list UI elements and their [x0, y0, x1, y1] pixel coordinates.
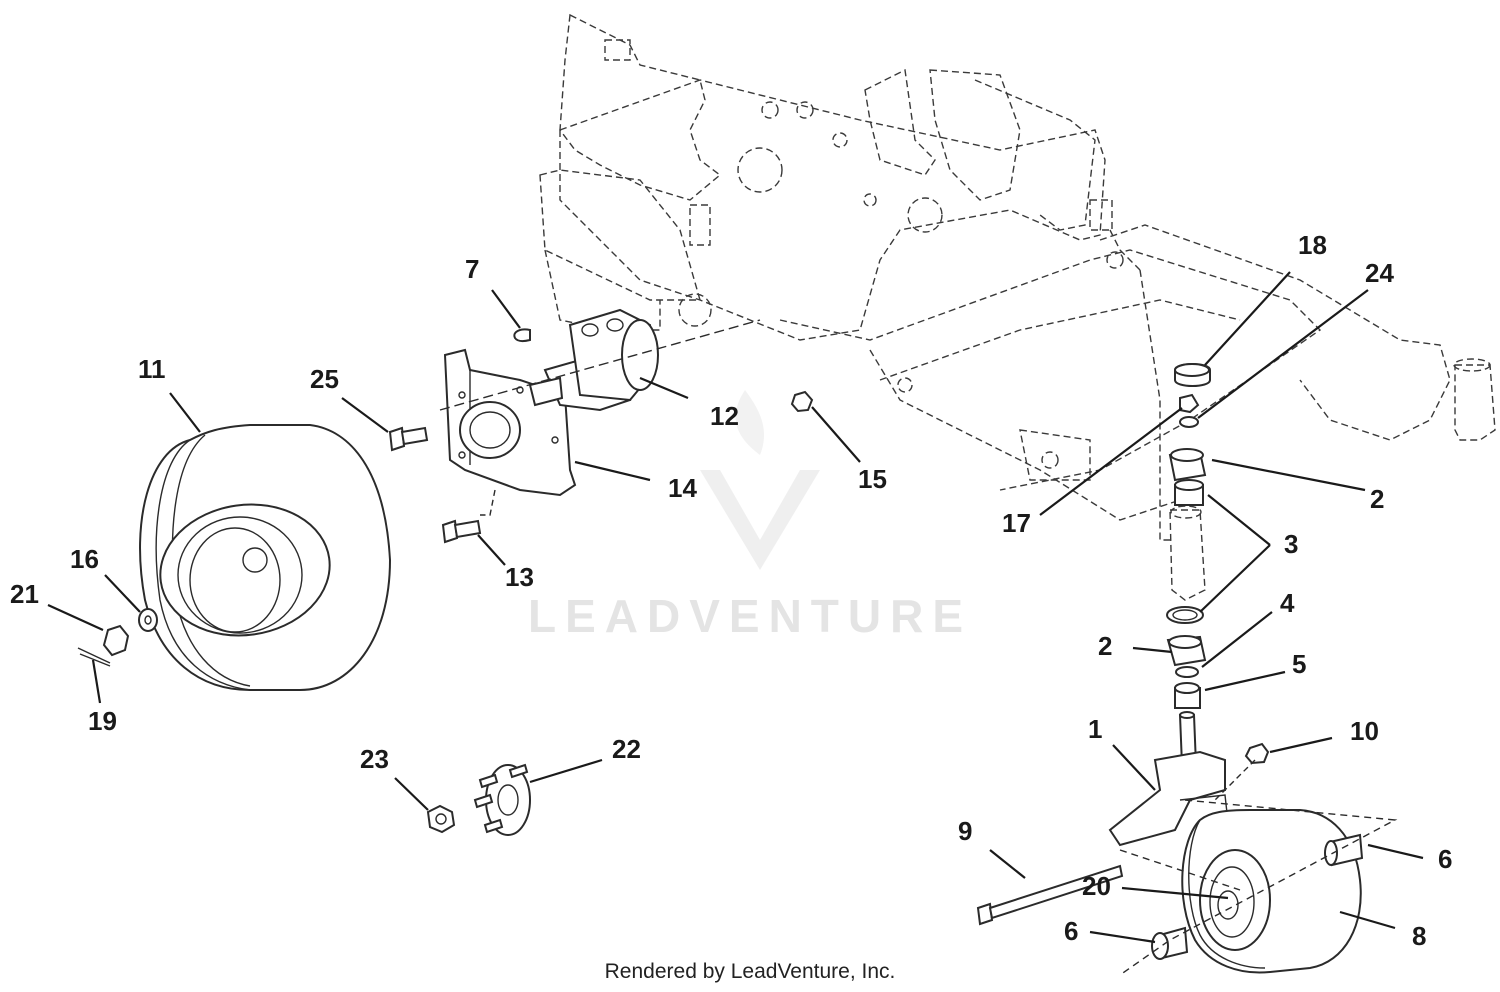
callout-13: 13 — [505, 562, 534, 592]
callout-5: 5 — [1292, 649, 1306, 679]
caster-assembly — [1108, 363, 1270, 847]
callout-16: 16 — [70, 544, 99, 574]
footer-credit: Rendered by LeadVenture, Inc. — [605, 960, 896, 983]
callout-7: 7 — [465, 254, 479, 284]
callout-6-left: 6 — [1064, 916, 1078, 946]
callout-18: 18 — [1298, 230, 1327, 260]
caster-wheel — [976, 799, 1398, 976]
callout-20: 20 — [1082, 871, 1111, 901]
callout-15: 15 — [858, 464, 887, 494]
callout-9: 9 — [958, 816, 972, 846]
callout-2-lower: 2 — [1098, 631, 1112, 661]
watermark-logo — [700, 390, 820, 570]
wheel-motor-assembly — [439, 308, 761, 516]
callout-8: 8 — [1412, 921, 1426, 951]
leader-lines — [47, 271, 1424, 944]
callout-25: 25 — [310, 364, 339, 394]
callout-4: 4 — [1280, 588, 1295, 618]
callout-19: 19 — [88, 706, 117, 736]
callout-11: 11 — [138, 354, 166, 384]
callout-2-upper: 2 — [1370, 484, 1384, 514]
callout-1: 1 — [1088, 714, 1102, 744]
callout-21: 21 — [10, 579, 39, 609]
callout-3: 3 — [1284, 529, 1298, 559]
callout-17: 17 — [1002, 508, 1031, 538]
callout-14: 14 — [668, 473, 697, 503]
callout-24: 24 — [1365, 258, 1394, 288]
callout-labels: 1 2 2 3 4 5 6 6 7 8 9 10 11 12 13 14 15 … — [10, 230, 1452, 951]
rear-tire — [139, 424, 392, 691]
callout-10: 10 — [1350, 716, 1379, 746]
callout-6-right: 6 — [1438, 844, 1452, 874]
callout-12: 12 — [710, 401, 739, 431]
watermark-text: LEADVENTURE — [528, 590, 972, 642]
fasteners — [77, 390, 814, 836]
callout-22: 22 — [612, 734, 641, 764]
callout-23: 23 — [360, 744, 389, 774]
